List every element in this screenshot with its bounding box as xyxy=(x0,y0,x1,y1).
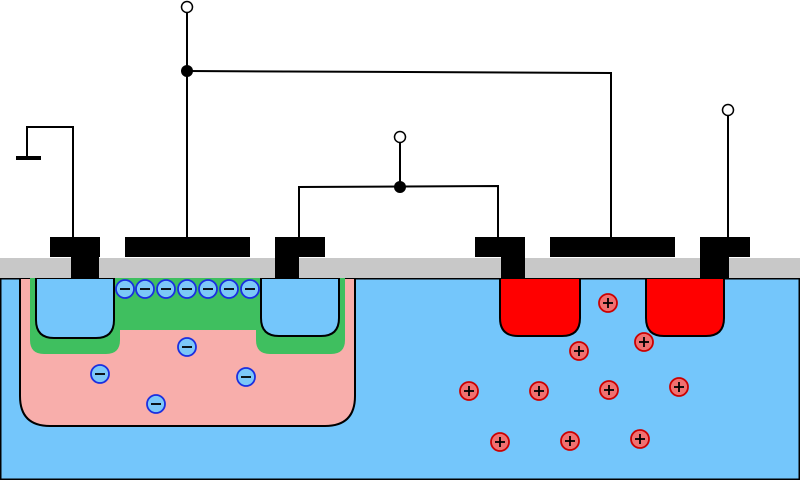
nmos-source-n-plus xyxy=(35,277,115,339)
ground-wire xyxy=(26,126,74,237)
electron-icon xyxy=(240,279,260,299)
hole-icon xyxy=(490,432,510,452)
electron-icon xyxy=(156,279,176,299)
electron-icon xyxy=(135,279,155,299)
drain-link-wire xyxy=(298,184,499,237)
hole-icon xyxy=(560,431,580,451)
nmos-source-contact xyxy=(50,237,100,278)
pmos-gate xyxy=(550,237,675,257)
junction-dot-gate xyxy=(181,65,193,77)
oxide-layer xyxy=(0,258,800,278)
hole-icon xyxy=(459,381,479,401)
junction-dot-drain xyxy=(394,181,406,193)
nmos-drain-n-plus xyxy=(260,277,340,337)
terminal-drain-node[interactable] xyxy=(393,130,407,144)
pmos-drain-p-plus xyxy=(499,277,581,337)
hole-icon xyxy=(630,429,650,449)
hole-icon xyxy=(598,293,618,313)
gate-link-wire xyxy=(186,70,612,237)
hole-icon xyxy=(569,341,589,361)
terminal-pmos-source[interactable] xyxy=(721,103,735,117)
pmos-drain-contact xyxy=(475,237,525,278)
pmos-source-p-plus xyxy=(645,277,725,337)
wiring xyxy=(26,12,729,237)
electron-icon xyxy=(177,279,197,299)
metal-layer xyxy=(50,237,750,278)
electron-icon xyxy=(115,279,135,299)
charge-carriers xyxy=(90,279,689,452)
nmos-drain-contact xyxy=(275,237,325,278)
electron-icon xyxy=(236,367,256,387)
electron-icon xyxy=(146,394,166,414)
electron-icon xyxy=(90,364,110,384)
pmos-source-contact xyxy=(700,237,750,278)
terminal-common-gate[interactable] xyxy=(180,0,194,14)
hole-icon xyxy=(634,332,654,352)
electron-icon xyxy=(198,279,218,299)
electron-icon xyxy=(219,279,239,299)
nmos-gate xyxy=(125,237,250,257)
hole-icon xyxy=(669,377,689,397)
hole-icon xyxy=(529,381,549,401)
electron-icon xyxy=(177,337,197,357)
hole-icon xyxy=(599,380,619,400)
